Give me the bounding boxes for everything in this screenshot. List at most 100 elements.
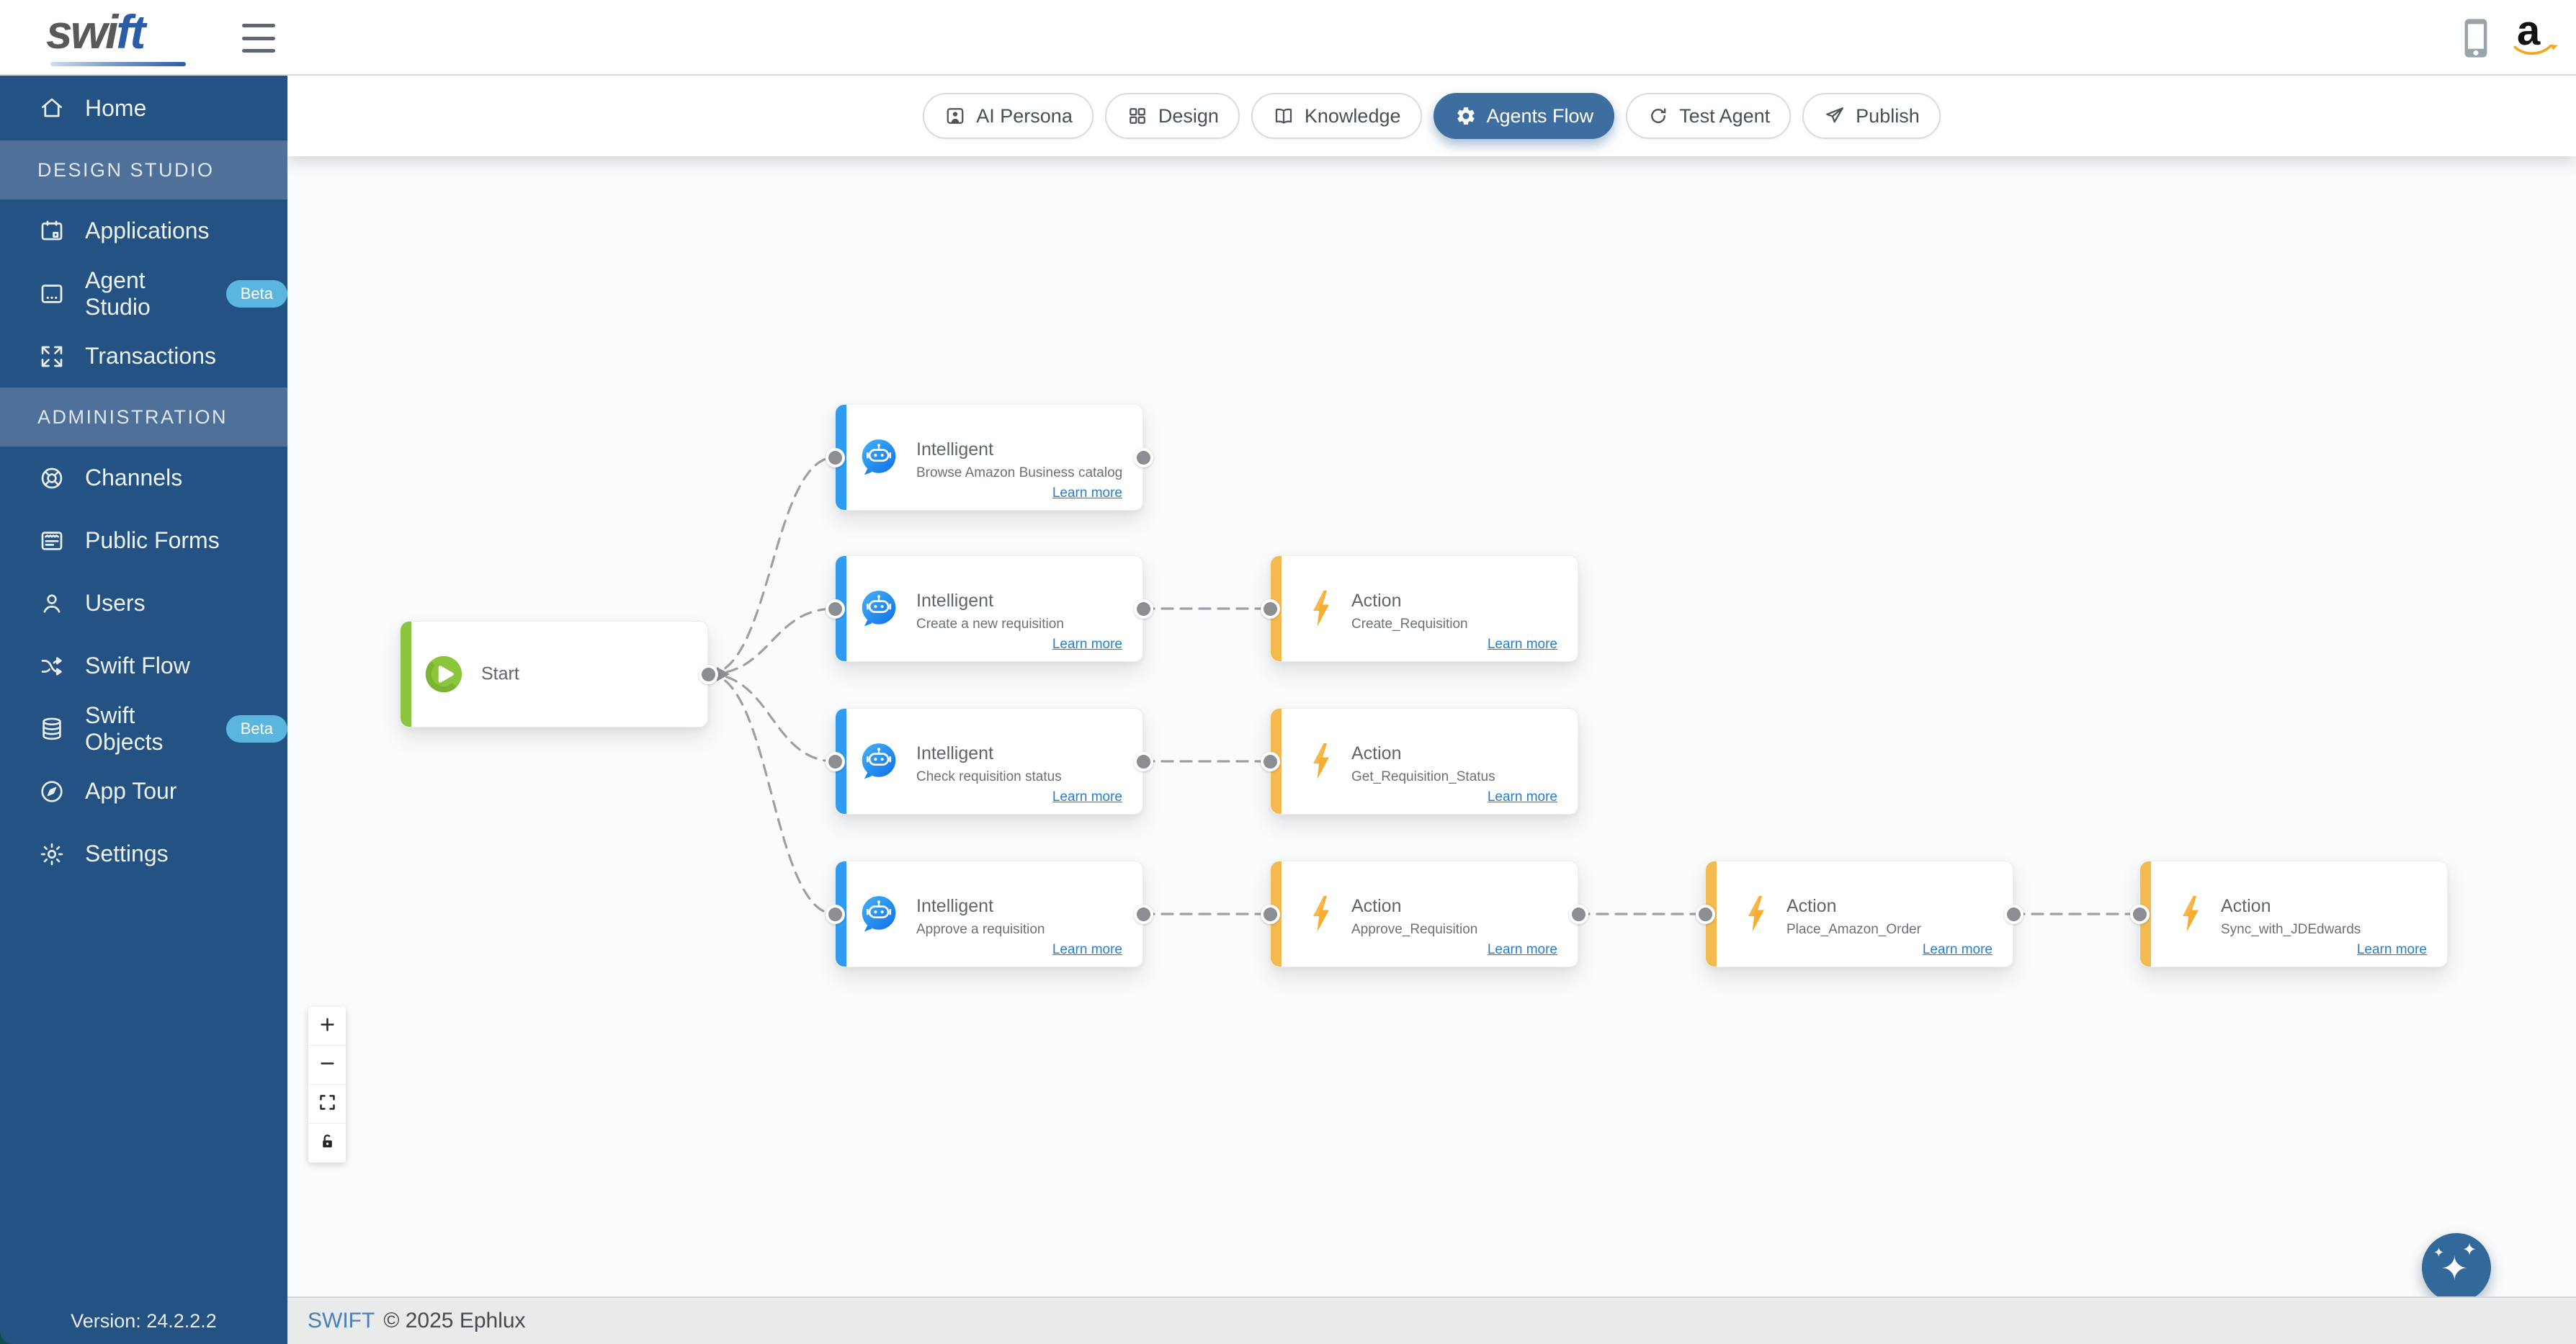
tab-design[interactable]: Design [1105,93,1240,139]
sidebar-section-administration: ADMINISTRATION [0,387,287,447]
node-port-left[interactable] [826,599,845,619]
node-port-right[interactable] [2004,905,2023,924]
lock-button[interactable] [308,1124,346,1162]
sidebar-item-label: Channels [85,465,182,491]
refresh-icon [1647,104,1670,127]
flow-node-act-approve-requisition[interactable]: ActionApprove_RequisitionLearn more [1270,861,1578,967]
learn-more-link[interactable]: Learn more [1052,637,1122,653]
node-title: Action [1351,591,1401,611]
node-port-right[interactable] [699,665,718,684]
sidebar-item-public-forms[interactable]: Public Forms [0,509,287,572]
node-port-left[interactable] [2130,905,2150,924]
mobile-preview-icon[interactable] [2464,18,2488,58]
send-icon [1823,104,1846,127]
node-subtitle: Browse Amazon Business catalog [916,465,1122,481]
fit-icon [318,1093,337,1116]
hamburger-menu-button[interactable] [242,24,275,53]
tab-label: Publish [1856,105,1920,127]
hamburger-bar [242,49,275,53]
footer-brand-link[interactable]: SWIFT [308,1309,375,1333]
sidebar-item-swift-flow[interactable]: Swift Flow [0,635,287,697]
swift-logo[interactable]: swift [46,4,143,59]
flow-node-act-get-requisition-status[interactable]: ActionGet_Requisition_StatusLearn more [1270,708,1578,815]
tab-label: AI Persona [976,105,1073,127]
flow-node-int-browse[interactable]: IntelligentBrowse Amazon Business catalo… [835,404,1143,511]
sidebar-item-label: Swift Flow [85,653,190,679]
flow-node-start[interactable]: Start [400,621,708,727]
flow-node-int-check[interactable]: IntelligentCheck requisition statusLearn… [835,708,1143,815]
learn-more-link[interactable]: Learn more [1488,637,1557,653]
node-port-right[interactable] [1569,905,1588,924]
node-title: Action [1786,896,1836,917]
flow-node-int-create[interactable]: IntelligentCreate a new requisitionLearn… [835,555,1143,662]
sparkle-icon: ✦ [2462,1242,2477,1259]
node-subtitle: Approve_Requisition [1351,922,1477,938]
node-port-right[interactable] [1134,599,1153,619]
tab-ai-persona[interactable]: AI Persona [923,93,1094,139]
node-port-left[interactable] [1261,905,1280,924]
logo-underline [50,62,186,66]
learn-more-link[interactable]: Learn more [1488,789,1557,805]
zoom-in-button[interactable] [308,1007,346,1046]
tab-label: Agents Flow [1487,105,1594,127]
tab-knowledge[interactable]: Knowledge [1251,93,1422,139]
node-port-left[interactable] [1261,599,1280,619]
learn-more-link[interactable]: Learn more [1052,942,1122,958]
learn-more-link[interactable]: Learn more [1052,789,1122,805]
flow-node-act-place-amazon-order[interactable]: ActionPlace_Amazon_OrderLearn more [1705,861,2013,967]
sidebar-item-home[interactable]: Home [0,76,287,140]
flow-node-act-sync-jdedwards[interactable]: ActionSync_with_JDEdwardsLearn more [2139,861,2448,967]
node-port-left[interactable] [826,448,845,467]
sidebar-item-app-tour[interactable]: App Tour [0,760,287,823]
ai-assistant-fab[interactable]: ✦ ✦ ✦ [2422,1233,2491,1296]
tab-agents-flow[interactable]: Agents Flow [1434,93,1615,139]
sidebar-item-label: Agent Studio [85,267,196,321]
node-port-left[interactable] [826,905,845,924]
lock-icon [318,1132,337,1155]
fit-view-button[interactable] [308,1085,346,1124]
sidebar-section-design-studio: DESIGN STUDIO [0,140,287,200]
sidebar-item-applications[interactable]: Applications [0,200,287,262]
sidebar-item-settings[interactable]: Settings [0,823,287,885]
sidebar-nav: HomeDESIGN STUDIO ApplicationsAgent Studi… [0,76,287,885]
lifebuoy-icon [37,464,66,493]
sidebar-item-label: Applications [85,218,210,244]
flow-node-int-approve[interactable]: IntelligentApprove a requisitionLearn mo… [835,861,1143,967]
minus-icon [318,1054,337,1077]
flow-node-act-create-requisition[interactable]: ActionCreate_RequisitionLearn more [1270,555,1578,662]
start-stripe [401,622,411,727]
hamburger-bar [242,37,275,40]
sidebar-item-users[interactable]: Users [0,572,287,635]
gear-icon [37,840,66,869]
learn-more-link[interactable]: Learn more [1052,485,1122,501]
node-port-right[interactable] [1134,448,1153,467]
home-icon [37,94,66,122]
main-content: AI Persona Design Knowledge Agents Flow Test… [287,76,2576,1296]
learn-more-link[interactable]: Learn more [1488,942,1557,958]
amazon-logo-icon[interactable]: a [2517,10,2560,63]
flow-canvas[interactable]: ✦ ✦ ✦ Start IntelligentBrowse Amazon Busi… [287,156,2576,1296]
tab-test-agent[interactable]: Test Agent [1626,93,1791,139]
node-port-right[interactable] [1134,752,1153,771]
tab-label: Knowledge [1305,105,1401,127]
zoom-out-button[interactable] [308,1046,346,1085]
flow-edge-start-to-int-browse [708,457,835,674]
sidebar-item-channels[interactable]: Channels [0,447,287,509]
flow-zoom-controls [308,1007,346,1162]
tab-publish[interactable]: Publish [1802,93,1941,139]
edge-start-marker [717,667,730,681]
learn-more-link[interactable]: Learn more [2357,942,2427,958]
sidebar-item-label: Transactions [85,343,216,369]
node-port-left[interactable] [1261,752,1280,771]
node-port-right[interactable] [1134,905,1153,924]
node-subtitle: Get_Requisition_Status [1351,769,1495,785]
node-port-left[interactable] [1696,905,1715,924]
database-icon [37,714,66,743]
sidebar-item-swift-objects[interactable]: Swift ObjectsBeta [0,697,287,760]
sidebar-item-label: Public Forms [85,527,220,554]
sidebar-item-transactions[interactable]: Transactions [0,325,287,387]
persona-icon [944,104,967,127]
learn-more-link[interactable]: Learn more [1923,942,1993,958]
node-port-left[interactable] [826,752,845,771]
sidebar-item-agent-studio[interactable]: Agent StudioBeta [0,262,287,325]
